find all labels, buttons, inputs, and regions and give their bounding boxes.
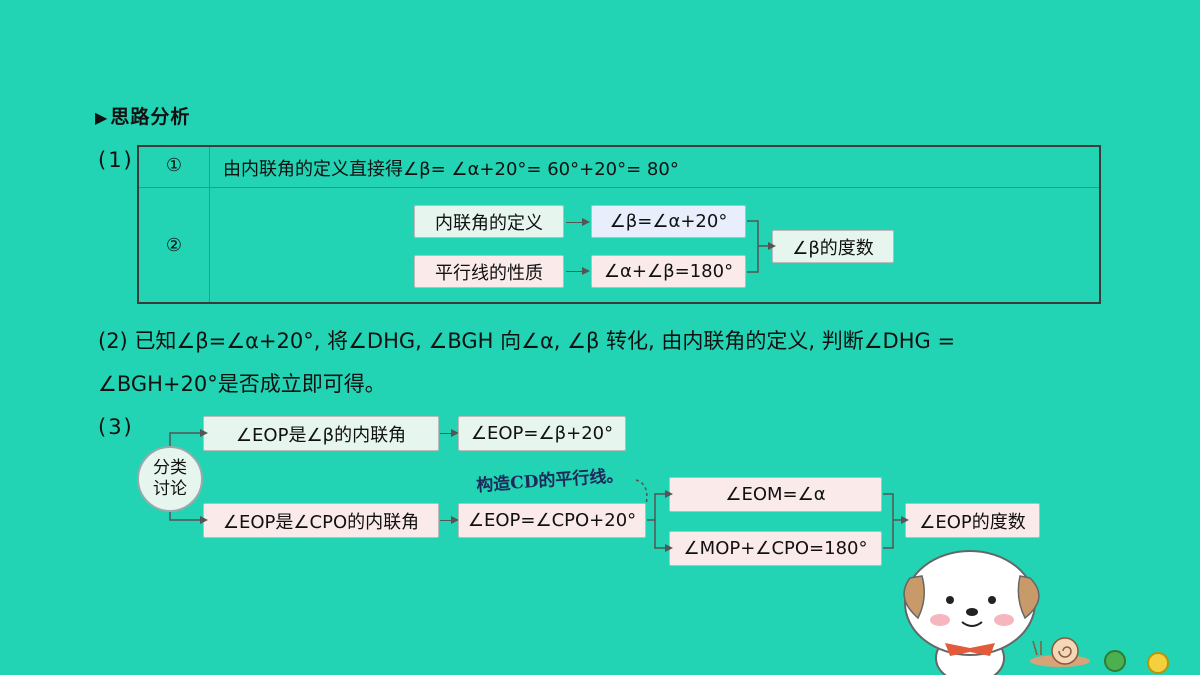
box-case1: ∠EOP是∠β的内联角 bbox=[203, 416, 439, 451]
play-marker-icon: ▶ bbox=[95, 108, 109, 127]
section-heading: ▶思路分析 bbox=[95, 102, 190, 129]
box-mop-cpo-sum: ∠MOP+∠CPO=180° bbox=[669, 531, 882, 566]
part3-label: (3) bbox=[98, 415, 134, 439]
table-row-1: ① 由内联角的定义直接得∠β= ∠α+20°= 60°+20°= 80° bbox=[139, 147, 1099, 188]
box-inner-angle-definition: 内联角的定义 bbox=[414, 205, 564, 238]
analysis-table: ① 由内联角的定义直接得∠β= ∠α+20°= 60°+20°= 80° ② bbox=[137, 145, 1101, 304]
row1-number: ① bbox=[165, 155, 183, 176]
case-discussion-circle: 分类 讨论 bbox=[137, 446, 203, 512]
decor-circle-green bbox=[1104, 650, 1126, 672]
box-case2: ∠EOP是∠CPO的内联角 bbox=[203, 503, 439, 538]
box-result-eop: ∠EOP的度数 bbox=[905, 503, 1040, 538]
part2-line2: ∠BGH+20°是否成立即可得。 bbox=[98, 372, 386, 396]
snail-icon bbox=[1030, 637, 1090, 667]
box-equation-sum: ∠α+∠β=180° bbox=[591, 255, 746, 288]
arrow-right-icon bbox=[440, 429, 459, 437]
box-result-beta: ∠β的度数 bbox=[772, 230, 894, 263]
arrow-right-icon bbox=[566, 267, 590, 275]
part2-text: 已知∠β=∠α+20°, 将∠DHG, ∠BGH 向∠α, ∠β 转化, 由内联… bbox=[134, 329, 956, 353]
box-parallel-property: 平行线的性质 bbox=[414, 255, 564, 288]
box-case2-equation: ∠EOP=∠CPO+20° bbox=[458, 503, 646, 538]
box-case1-equation: ∠EOP=∠β+20° bbox=[458, 416, 626, 451]
row2-number: ② bbox=[165, 235, 183, 256]
box-equation-beta: ∠β=∠α+20° bbox=[591, 205, 746, 238]
part2-line1: (2) 已知∠β=∠α+20°, 将∠DHG, ∠BGH 向∠α, ∠β 转化,… bbox=[98, 325, 955, 355]
puppy-mascot bbox=[903, 550, 1040, 675]
box-eom-equals-alpha: ∠EOM=∠α bbox=[669, 477, 882, 512]
table-divider bbox=[209, 147, 210, 302]
heading-text: 思路分析 bbox=[110, 106, 191, 128]
part1-label: (1) bbox=[98, 148, 134, 172]
arrow-right-icon bbox=[566, 218, 590, 226]
decor-circle-yellow bbox=[1147, 652, 1169, 674]
arrow-right-icon bbox=[440, 516, 459, 524]
part2-label: (2) bbox=[98, 329, 128, 353]
row1-text: 由内联角的定义直接得∠β= ∠α+20°= 60°+20°= 80° bbox=[223, 159, 679, 180]
